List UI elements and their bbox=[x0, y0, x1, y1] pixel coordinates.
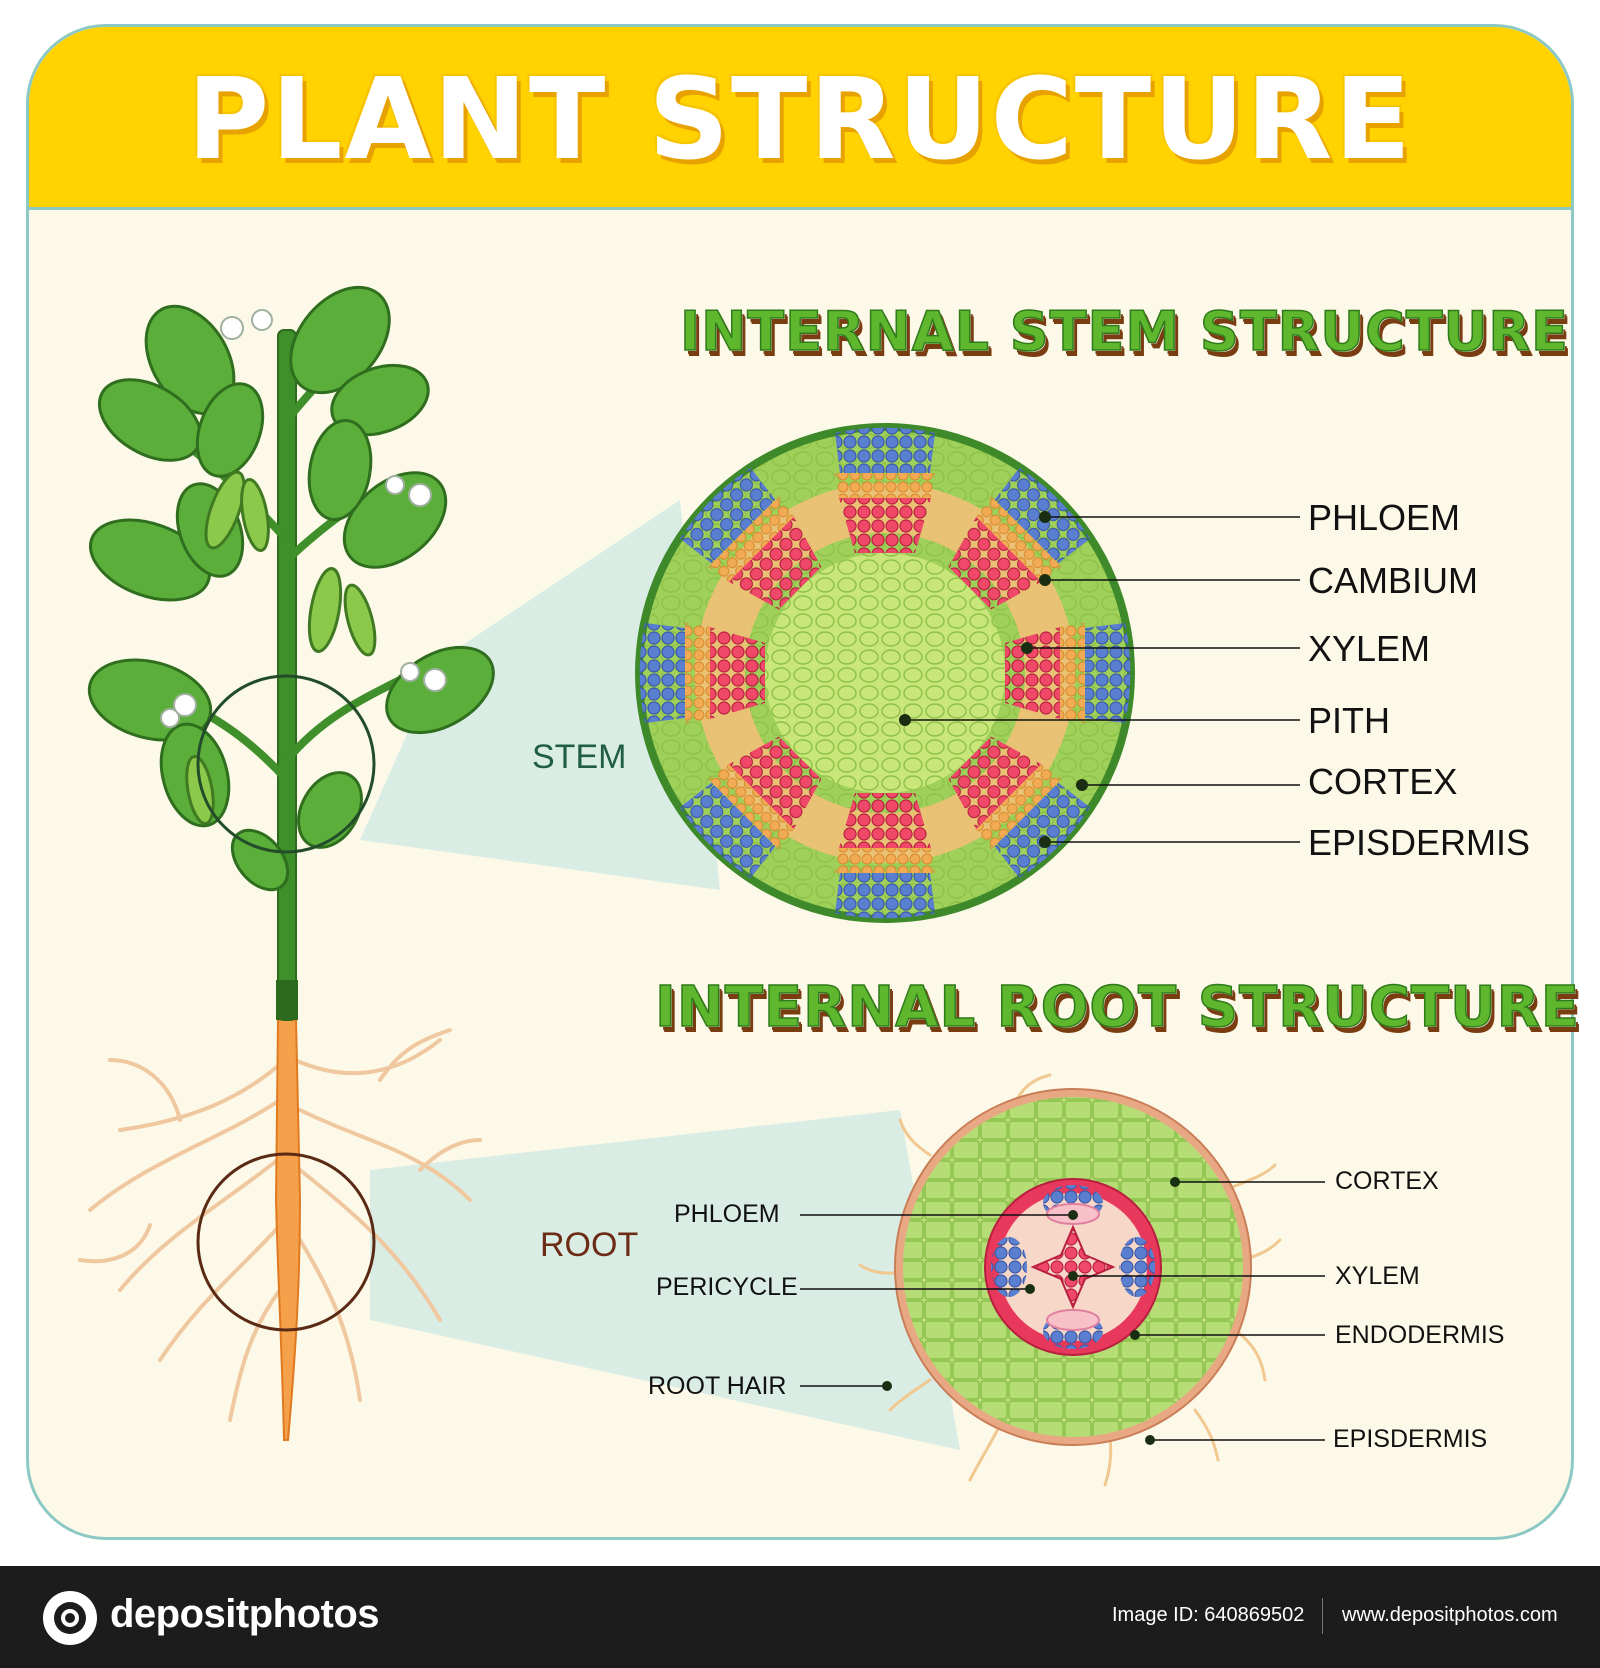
stem-label-cortex: CORTEX bbox=[1308, 761, 1458, 802]
root-leader-lines bbox=[800, 1181, 1325, 1441]
taproot bbox=[274, 1019, 302, 1441]
stem-magnifier-circle bbox=[196, 674, 376, 854]
stem-label-phloem: PHLOEM bbox=[1308, 497, 1461, 538]
page-title: PLANT STRUCTURE bbox=[187, 55, 1413, 185]
root-label-episdermis: EPISDERMIS bbox=[1333, 1425, 1488, 1453]
stem-zoom-cone bbox=[360, 500, 720, 890]
vascular-bundles bbox=[639, 427, 1131, 919]
stem-section-heading: INTERNAL STEM STRUCTURE bbox=[679, 299, 1569, 364]
camera-icon bbox=[43, 1591, 97, 1645]
stem-label-cambium: CAMBIUM bbox=[1308, 560, 1478, 601]
stem-label-pith: PITH bbox=[1308, 700, 1391, 741]
watermark-footer: depositphotos Image ID: 640869502 www.de… bbox=[0, 1566, 1600, 1668]
root-zoom-cone bbox=[370, 1110, 960, 1450]
footer-divider bbox=[1322, 1598, 1323, 1634]
image-id: Image ID: 640869502 bbox=[1112, 1604, 1305, 1626]
title-banner: PLANT STRUCTURE bbox=[29, 27, 1571, 210]
brand-logo-text: depositphotos bbox=[110, 1592, 380, 1636]
stem-leader-lines bbox=[905, 516, 1300, 843]
plant-illustration bbox=[78, 285, 495, 1441]
stem-zoom-label: STEM bbox=[532, 738, 627, 776]
website-link[interactable]: www.depositphotos.com bbox=[1342, 1604, 1558, 1626]
root-magnifier-circle bbox=[196, 1152, 376, 1332]
root-xylem bbox=[1030, 1224, 1116, 1310]
root-label-endodermis: ENDODERMIS bbox=[1335, 1321, 1505, 1349]
root-label-pericycle: PERICYCLE bbox=[656, 1273, 798, 1301]
root-label-root-hair: ROOT HAIR bbox=[648, 1372, 787, 1400]
stem-cross-section bbox=[635, 423, 1300, 923]
flowers bbox=[160, 309, 447, 728]
root-cross-section bbox=[800, 1073, 1325, 1487]
pea-pods bbox=[185, 470, 377, 826]
root-label-cortex: CORTEX bbox=[1335, 1167, 1439, 1195]
root-section-heading: INTERNAL ROOT STRUCTURE bbox=[654, 974, 1580, 1041]
leaves bbox=[87, 285, 495, 892]
root-label-xylem: XYLEM bbox=[1335, 1262, 1420, 1290]
root-zoom-label: ROOT bbox=[540, 1226, 639, 1264]
root-label-phloem: PHLOEM bbox=[674, 1200, 780, 1228]
stem-label-episdermis: EPISDERMIS bbox=[1308, 822, 1531, 863]
stem-label-xylem: XYLEM bbox=[1308, 628, 1431, 669]
